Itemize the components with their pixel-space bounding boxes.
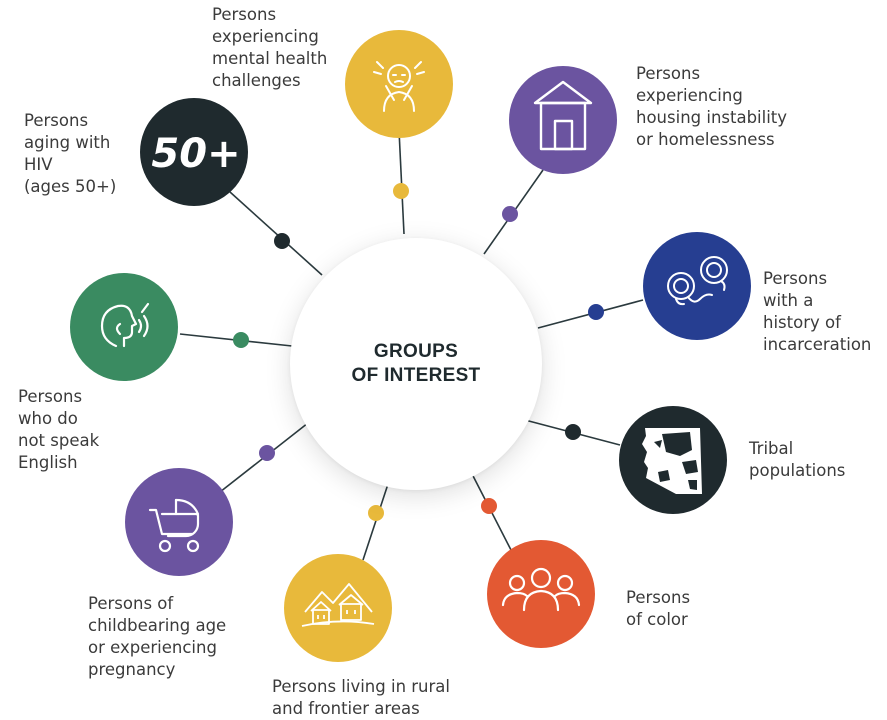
label-aging-line: HIV	[24, 155, 53, 174]
label-mental-line: mental health	[212, 49, 328, 68]
label-pregnancy-line: pregnancy	[88, 660, 176, 679]
label-housing-line: Persons	[636, 64, 701, 83]
baby-stroller-icon	[148, 498, 200, 553]
connector-dot-aging	[274, 233, 290, 249]
stressed-person-icon	[373, 61, 425, 112]
connector-dot-housing	[502, 206, 518, 222]
hub-circle: GROUPS OF INTEREST	[290, 238, 542, 490]
label-language-line: English	[18, 453, 78, 472]
label-color-line: Persons	[626, 588, 691, 607]
label-incarceration-line: incarceration	[763, 335, 872, 354]
connector-dot-incarceration	[588, 304, 604, 320]
tribal-circle	[619, 406, 727, 514]
label-pregnancy: Persons of childbearing age or experienc…	[88, 593, 226, 681]
incarceration-circle	[643, 232, 751, 340]
people-group-icon	[501, 567, 581, 612]
label-rural-line: and frontier areas	[272, 699, 420, 718]
housing-circle	[509, 66, 617, 174]
color-circle	[487, 540, 595, 648]
label-aging-line: (ages 50+)	[24, 177, 117, 196]
hub-title: GROUPS OF INTEREST	[352, 340, 481, 388]
speaking-head-icon	[100, 302, 150, 348]
label-incarceration: Persons with a history of incarceration	[763, 268, 871, 356]
label-pregnancy-line: childbearing age	[88, 616, 227, 635]
tribal-map-icon	[642, 428, 702, 494]
connector-dot-pregnancy	[259, 445, 275, 461]
rural-circle	[284, 554, 392, 662]
label-language-line: not speak	[18, 431, 100, 450]
label-rural-line: Persons living in rural	[272, 677, 450, 696]
label-language-line: who do	[18, 409, 78, 428]
label-aging: Persons aging with HIV (ages 50+)	[24, 110, 116, 198]
label-tribal: Tribal populations	[749, 438, 845, 482]
label-mental-line: experiencing	[212, 27, 319, 46]
label-incarceration-line: Persons	[763, 269, 828, 288]
label-aging-line: Persons	[24, 111, 89, 130]
handcuffs-icon	[667, 256, 728, 306]
connector-dot-tribal	[565, 424, 581, 440]
connector-mental	[398, 129, 405, 235]
connector-dot-language	[233, 332, 249, 348]
label-incarceration-line: with a	[763, 291, 814, 310]
label-mental-line: Persons	[212, 5, 277, 24]
label-pregnancy-line: Persons of	[88, 594, 174, 613]
connector-dot-rural	[368, 505, 384, 521]
label-housing-line: or homelessness	[636, 130, 775, 149]
rural-landscape-icon	[301, 583, 375, 627]
hub-title-line-1: GROUPS	[373, 341, 459, 362]
label-color: Persons of color	[626, 587, 690, 631]
hub-title-line-2: OF INTEREST	[351, 365, 481, 386]
house-icon	[533, 80, 593, 151]
label-language-line: Persons	[18, 387, 83, 406]
label-incarceration-line: history of	[763, 313, 841, 332]
pregnancy-circle	[125, 468, 233, 576]
language-circle	[70, 273, 178, 381]
aging-circle: 50+	[140, 98, 248, 206]
label-housing-line: housing instability	[636, 108, 788, 127]
label-color-line: of color	[626, 610, 688, 629]
label-aging-line: aging with	[24, 133, 111, 152]
label-mental-line: challenges	[212, 71, 301, 90]
connector-dot-mental	[393, 183, 409, 199]
50-plus-icon: 50+	[151, 131, 240, 177]
label-rural: Persons living in rural and frontier are…	[272, 676, 450, 720]
label-tribal-line: populations	[749, 461, 846, 480]
label-housing-line: experiencing	[636, 86, 743, 105]
connector-dot-color	[481, 498, 497, 514]
label-pregnancy-line: or experiencing	[88, 638, 217, 657]
label-tribal-line: Tribal	[749, 439, 794, 458]
mental-circle	[345, 30, 453, 138]
label-mental: Persons experiencing mental health chall…	[212, 4, 327, 92]
label-language: Persons who do not speak English	[18, 386, 99, 474]
label-housing: Persons experiencing housing instability…	[636, 63, 787, 151]
connector-aging	[229, 191, 323, 276]
